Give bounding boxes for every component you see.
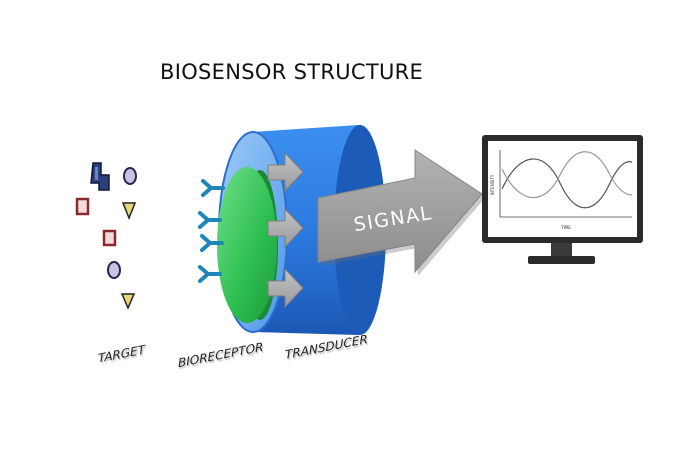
monitor-xlabel: TIME [560,225,571,230]
monitor-base [528,256,595,264]
monitor-plot: INTENSITY TIME [490,150,633,230]
target-molecule [75,197,90,216]
reference-curve [501,151,633,199]
monitor-ylabel: INTENSITY [490,174,495,195]
signal-arrow: SIGNAL [317,149,485,276]
target-molecule [90,162,110,191]
bioreceptor-layer [217,167,278,323]
small-arrow-icon [267,267,304,309]
receptor-icon [200,234,224,252]
receptor-icon [198,211,222,229]
transduction-arrows [267,151,304,309]
small-arrow-icon [267,151,304,193]
target-molecule [107,261,121,279]
target-molecule [121,202,137,221]
diagram-title: BIOSENSOR STRUCTURE [160,60,424,84]
target-molecule [123,167,137,185]
monitor-neck [551,243,572,256]
bioreceptors [198,179,225,283]
target-molecule [120,293,136,310]
receptor-icon [198,265,222,283]
signal-curve [501,158,633,209]
monitor: INTENSITY TIME [482,135,643,264]
receptor-icon [201,179,225,197]
target-molecules [75,162,137,310]
target-molecule [102,229,117,247]
small-arrow-icon [267,207,304,249]
